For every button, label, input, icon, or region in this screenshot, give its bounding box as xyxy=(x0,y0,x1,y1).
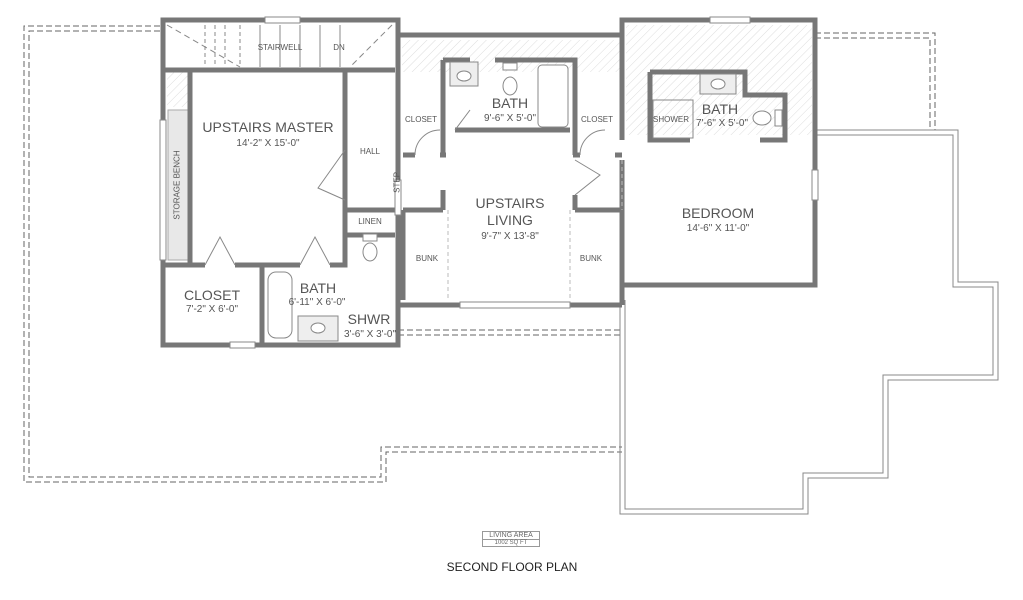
label-bunk-left: BUNK xyxy=(415,254,439,263)
label-dn: DN xyxy=(333,43,345,52)
label-step: STEP xyxy=(392,171,402,193)
roof-outline-dashed xyxy=(23,25,936,483)
toilet-icon xyxy=(502,76,518,96)
roof-outline-solid xyxy=(619,129,999,515)
bunk-dividers xyxy=(447,160,623,300)
dim-living: 9'-7" X 13'-8" xyxy=(481,231,539,242)
label-master: UPSTAIRS MASTER xyxy=(202,119,334,135)
label-closet-left: CLOSET xyxy=(404,115,438,124)
dim-closet-master: 7'-2" X 6'-0" xyxy=(185,304,239,315)
living-area-box: LIVING AREA 1002 SQ FT xyxy=(482,531,540,547)
toilet-icon xyxy=(752,110,772,126)
stairs xyxy=(166,24,393,68)
dim-shwr: 3'-6" X 3'-0" xyxy=(343,329,397,340)
dim-bath-right: 7'-6" X 5'-0" xyxy=(695,118,749,129)
label-bath-right: BATH xyxy=(701,101,739,117)
toilet-icon xyxy=(362,242,378,262)
dim-bath-mid: 9'-6" X 5'-0" xyxy=(483,113,537,124)
label-hall: HALL xyxy=(359,147,381,156)
living-area-value: 1002 SQ FT xyxy=(483,539,539,546)
plan-title: SECOND FLOOR PLAN xyxy=(446,560,578,574)
label-shower: SHOWER xyxy=(653,115,689,124)
doors xyxy=(204,109,606,266)
windows xyxy=(159,16,819,349)
bathtub-icon xyxy=(267,271,293,339)
label-closet-right: CLOSET xyxy=(580,115,614,124)
shower-icon xyxy=(652,99,694,139)
label-stairwell: STAIRWELL xyxy=(257,43,303,52)
label-bedroom: BEDROOM xyxy=(681,205,755,221)
label-bunk-right: BUNK xyxy=(579,254,603,263)
fixtures xyxy=(267,61,783,342)
label-bath-mid: BATH xyxy=(491,95,529,111)
label-bath-master: BATH xyxy=(299,280,337,296)
label-shwr: SHWR xyxy=(347,311,391,327)
bathtub-icon xyxy=(537,64,569,128)
label-living-2: LIVING xyxy=(487,212,533,228)
dim-bath-master: 6'-11" X 6'-0" xyxy=(288,297,346,308)
label-storage-bench: STORAGE BENCH xyxy=(172,150,182,220)
dim-bedroom: 14'-6" X 11'-0" xyxy=(686,223,750,234)
label-living-1: UPSTAIRS xyxy=(475,195,545,211)
label-closet-master: CLOSET xyxy=(183,287,241,303)
label-linen: LINEN xyxy=(358,217,382,226)
living-area-label: LIVING AREA xyxy=(489,532,533,539)
dim-master: 14'-2" X 15'-0" xyxy=(236,138,300,149)
